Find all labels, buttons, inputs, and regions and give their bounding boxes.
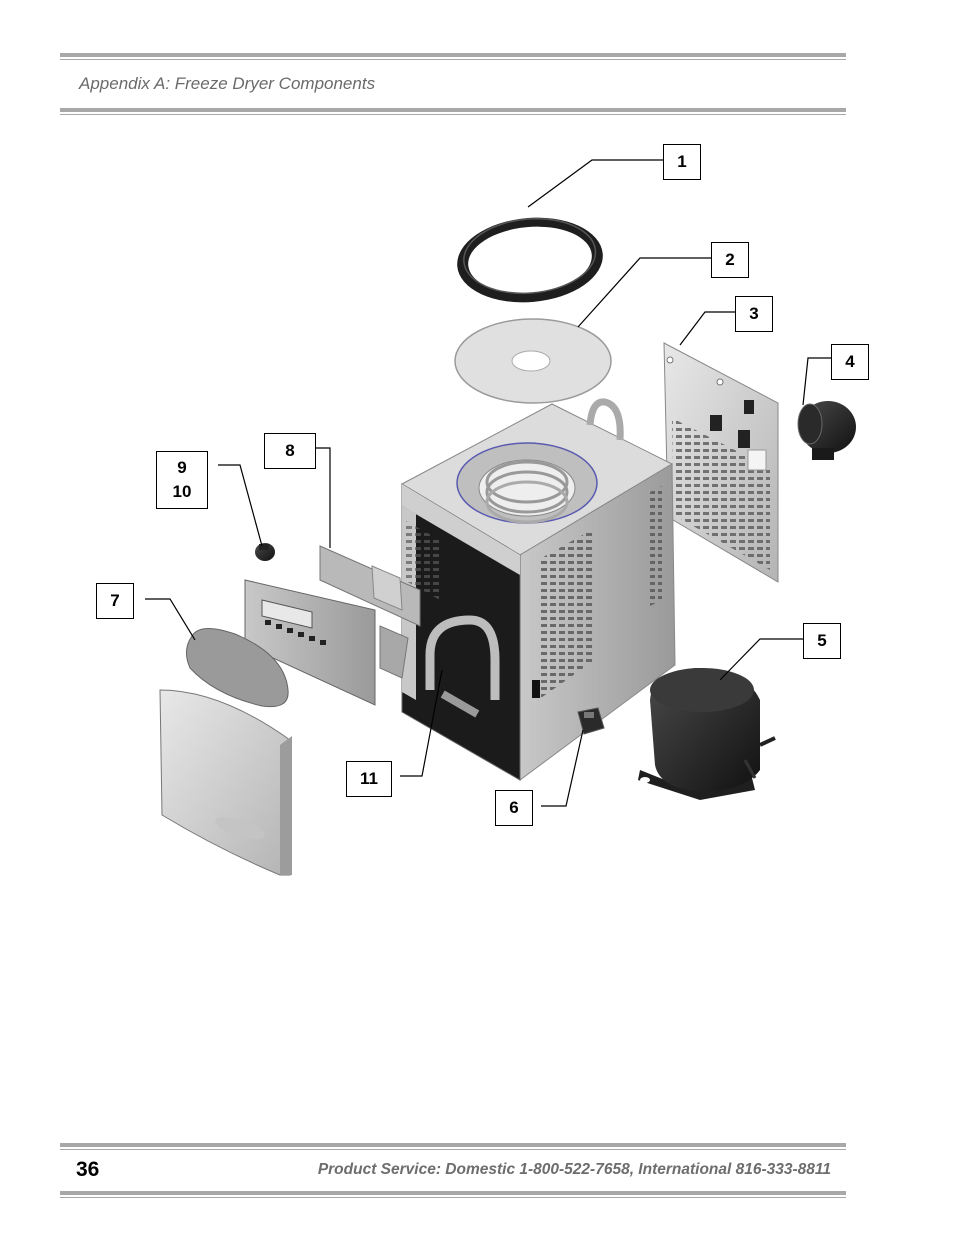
- callout-5: 5: [803, 623, 841, 659]
- callout-9-label: 9: [177, 458, 187, 477]
- callout-11: 11: [346, 761, 392, 797]
- callout-2: 2: [711, 242, 749, 278]
- part-main-cabinet: [400, 398, 676, 781]
- footer-rule-bottom: [60, 1191, 846, 1198]
- footer-rule-top: [60, 1143, 846, 1150]
- part-fan-motor: [797, 401, 856, 460]
- part-control-board: [319, 545, 421, 679]
- part-compressor: [638, 668, 776, 821]
- header-rule-top: [60, 53, 846, 60]
- part-rear-panel: [663, 342, 779, 583]
- callout-10-label: 10: [172, 482, 192, 501]
- part-gasket-ring: [457, 217, 603, 303]
- header-rule-bottom: [60, 108, 846, 115]
- part-window-plate: [186, 628, 289, 708]
- part-switch: [577, 707, 605, 735]
- callout-6: 6: [495, 790, 533, 826]
- leader-lines: [145, 159, 831, 807]
- part-knob: [255, 543, 275, 561]
- callout-3: 3: [735, 296, 773, 332]
- callout-4: 4: [831, 344, 869, 380]
- footer-service-text: Product Service: Domestic 1-800-522-7658…: [317, 1161, 831, 1178]
- callout-1: 1: [663, 144, 701, 180]
- callout-8: 8: [264, 433, 316, 469]
- callout-9-10: 9 10: [156, 451, 208, 509]
- part-front-control-panel: [244, 579, 376, 706]
- page-header-title: Appendix A: Freeze Dryer Components: [79, 74, 376, 93]
- part-front-door: [159, 689, 292, 876]
- page-number: 36: [76, 1158, 100, 1181]
- part-lid-disk: [454, 318, 612, 404]
- callout-7: 7: [96, 583, 134, 619]
